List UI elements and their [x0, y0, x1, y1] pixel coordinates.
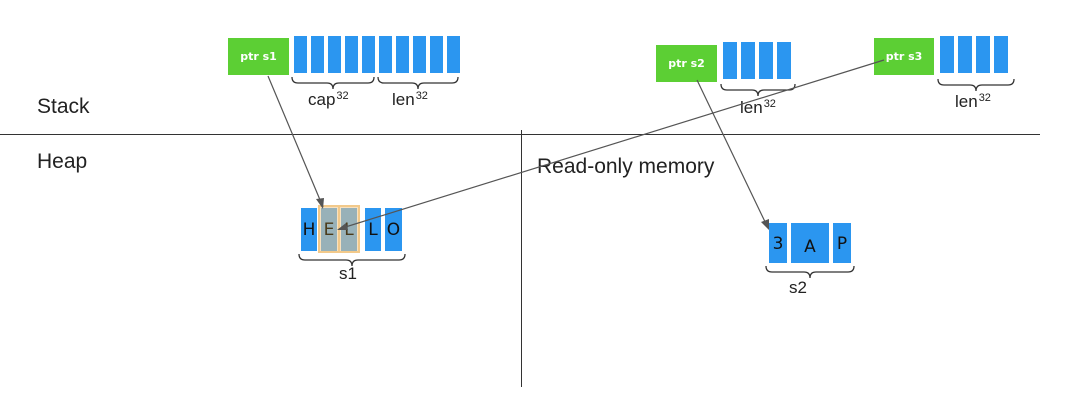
heap-char: H [302, 220, 316, 240]
len-label: len32 [392, 90, 428, 109]
ptr-s3-arrowhead [337, 223, 348, 230]
readonly-char: P [836, 234, 848, 254]
heap-readonly-divider [521, 130, 522, 387]
len-cell [430, 36, 443, 73]
stack-heap-divider [0, 134, 1040, 135]
readonly-string-label: s2 [789, 278, 807, 297]
len-brace [377, 76, 459, 90]
heap-string-label: s1 [339, 264, 357, 283]
cap-cell [328, 36, 341, 73]
ptr-s2-box: ptr s2 [656, 45, 717, 82]
len-cell [447, 36, 460, 73]
heap-char-cell [385, 208, 402, 251]
ptr-s2-line [696, 79, 769, 229]
heap-char-cell [365, 208, 381, 251]
readonly-char-cell [791, 223, 829, 263]
ptr-s3-line [338, 59, 885, 230]
cap-cell [345, 36, 358, 73]
cap-brace [291, 76, 375, 90]
len-cell [958, 36, 972, 73]
cap-cell [311, 36, 324, 73]
heap-char: O [386, 220, 401, 240]
readonly-char: 3 [772, 234, 784, 254]
heap-label: Heap [37, 150, 88, 173]
ptr-s3-box: ptr s3 [874, 38, 934, 75]
readonly-char-cell [769, 223, 787, 263]
len-cell [396, 36, 409, 73]
cap-label: cap32 [308, 90, 349, 109]
cap-cell [294, 36, 307, 73]
heap-char: L [344, 220, 354, 240]
len-label: len32 [955, 92, 991, 111]
readonly-brace [765, 265, 855, 279]
len-cell [723, 42, 737, 79]
cap-cell [362, 36, 375, 73]
readonly-char-cell [833, 223, 851, 263]
len-brace [720, 83, 796, 97]
ptr-s1-box: ptr s1 [228, 38, 289, 75]
len-cell [759, 42, 773, 79]
ptr-s2-arrowhead [761, 219, 769, 230]
heap-brace [298, 253, 406, 267]
len-cell [994, 36, 1008, 73]
stack-label: Stack [37, 95, 90, 118]
ptr-s1-arrowhead [316, 198, 324, 209]
len-cell [777, 42, 791, 79]
len-cell [940, 36, 954, 73]
len-cell [413, 36, 426, 73]
heap-char: L [368, 220, 378, 240]
len-cell [741, 42, 755, 79]
len-cell [379, 36, 392, 73]
heap-char: E [323, 220, 335, 240]
readonly-char: A [804, 237, 816, 257]
len-cell [976, 36, 990, 73]
readonly-memory-label: Read-only memory [537, 155, 715, 178]
heap-char-cell [301, 208, 317, 251]
ptr-s1-line [267, 75, 324, 208]
len-brace [937, 78, 1015, 92]
